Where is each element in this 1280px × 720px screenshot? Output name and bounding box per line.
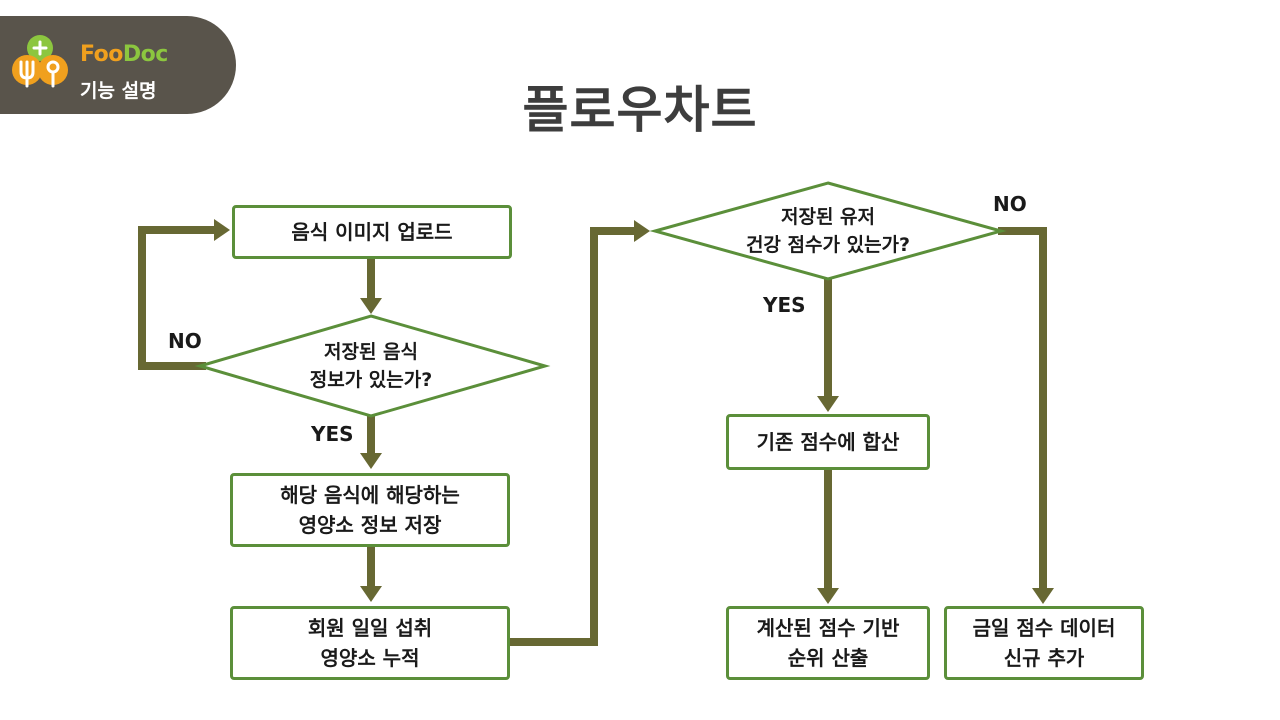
new-data-line2: 신규 추가 — [1003, 646, 1085, 670]
arrowhead-check-score — [634, 220, 650, 242]
arrowhead-new — [1032, 588, 1054, 604]
accumulate-line1: 회원 일일 섭취 — [307, 616, 433, 640]
foodoc-logo-icon — [12, 35, 68, 88]
yes-label-food: YES — [311, 422, 354, 446]
check-score-line1: 저장된 유저 — [780, 206, 875, 228]
arrowhead-add — [817, 396, 839, 412]
no-label-score: NO — [993, 192, 1027, 216]
check-food-line1: 저장된 음식 — [323, 341, 418, 363]
decision-score-exists-text: 저장된 유저 건강 점수가 있는가? — [718, 201, 938, 261]
accumulate-daily-intake-step: 회원 일일 섭취 영양소 누적 — [230, 606, 510, 680]
add-new-score-data-step: 금일 점수 데이터 신규 추가 — [944, 606, 1144, 680]
brand-name: FooDoc — [80, 42, 168, 67]
header-badge: FooDoc 기능 설명 — [0, 16, 236, 114]
check-score-line2: 건강 점수가 있는가? — [745, 234, 911, 256]
rank-line2: 순위 산출 — [787, 646, 869, 670]
yes-label-score: YES — [763, 293, 806, 317]
calculate-rank-step: 계산된 점수 기반 순위 산출 — [726, 606, 930, 680]
upload-label: 음식 이미지 업로드 — [291, 220, 453, 244]
connector-no-to-new — [998, 227, 1047, 590]
add-to-existing-score-step: 기존 점수에 합산 — [726, 414, 930, 470]
check-food-line2: 정보가 있는가? — [309, 369, 433, 391]
brand-part2: Doc — [122, 42, 168, 67]
save-line1: 해당 음식에 해당하는 — [280, 483, 460, 507]
new-data-line1: 금일 점수 데이터 — [972, 616, 1116, 640]
upload-food-image-step: 음식 이미지 업로드 — [232, 205, 512, 259]
arrowhead-save — [360, 453, 382, 469]
save-nutrient-info-step: 해당 음식에 해당하는 영양소 정보 저장 — [230, 473, 510, 547]
save-line2: 영양소 정보 저장 — [298, 513, 442, 537]
rank-line1: 계산된 점수 기반 — [756, 616, 900, 640]
brand-part1: Foo — [80, 42, 123, 67]
accumulate-line2: 영양소 누적 — [320, 646, 420, 670]
connector-no-loop — [138, 226, 216, 370]
decision-food-exists-text: 저장된 음식 정보가 있는가? — [271, 336, 471, 396]
arrowhead-accumulate — [360, 586, 382, 602]
decision-score-exists — [649, 181, 1007, 281]
connector-accumulate-to-check-score — [510, 227, 636, 646]
decision-food-exists — [194, 314, 551, 418]
no-label-food: NO — [168, 329, 202, 353]
add-score-label: 기존 점수에 합산 — [756, 430, 900, 454]
arrowhead-check — [360, 298, 382, 314]
arrowhead-upload — [214, 219, 230, 241]
header-subtitle: 기능 설명 — [80, 80, 157, 102]
arrowhead-rank — [817, 588, 839, 604]
page-title: 플로우차트 — [522, 81, 758, 139]
